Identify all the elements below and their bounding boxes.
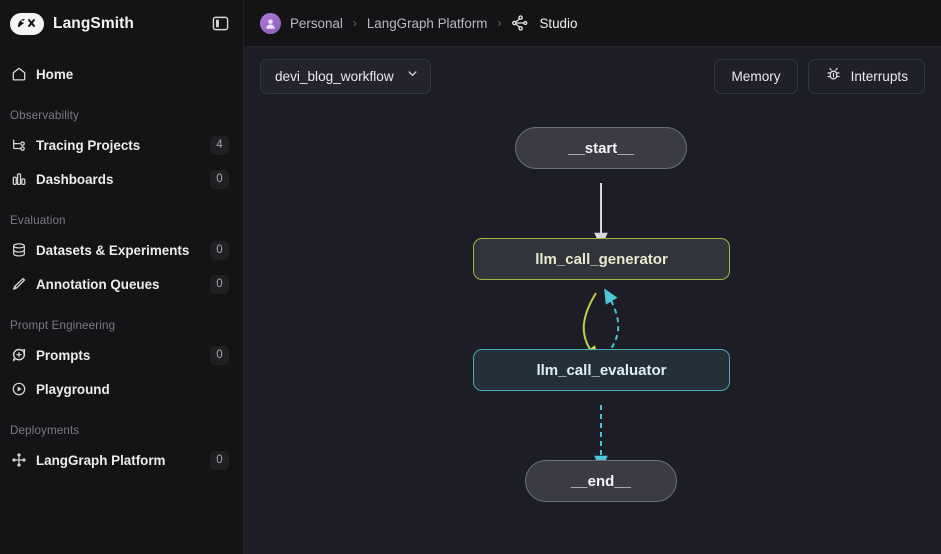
main-area: Personal › LangGraph Platform › Studio d… <box>244 0 941 554</box>
edge-generator-to-evaluator <box>582 292 599 362</box>
sidebar-item-badge: 0 <box>210 240 229 260</box>
sidebar-item-badge: 0 <box>210 450 229 470</box>
prompt-plus-icon <box>10 347 27 364</box>
sidebar-section-observability: Observability <box>10 109 79 122</box>
graph-node-end[interactable]: __end__ <box>525 460 677 502</box>
dashboards-icon <box>10 171 27 188</box>
studio-toolbar: devi_blog_workflow Memory <box>244 47 941 105</box>
brand-name: LangSmith <box>53 14 134 32</box>
memory-button-label: Memory <box>731 68 781 84</box>
breadcrumb-separator: › <box>352 16 357 30</box>
graph-node-label: __end__ <box>570 472 632 490</box>
workflow-name: devi_blog_workflow <box>275 68 394 84</box>
graph-node-llm-call-generator[interactable]: llm_call_generator <box>473 238 730 280</box>
graph-node-llm-call-evaluator[interactable]: llm_call_evaluator <box>473 349 730 391</box>
edge-evaluator-to-generator <box>604 288 620 356</box>
graph-node-label: llm_call_generator <box>535 250 668 268</box>
sidebar-section-prompt-engineering: Prompt Engineering <box>10 319 116 332</box>
sidebar-item-annotation-queues[interactable]: Annotation Queues 0 <box>0 267 243 301</box>
sidebar-item-badge: 0 <box>210 169 229 189</box>
breadcrumb-org[interactable]: Personal <box>290 15 343 31</box>
graph-node-label: llm_call_evaluator <box>536 361 667 379</box>
database-icon <box>10 242 27 259</box>
sidebar-section-evaluation: Evaluation <box>10 214 66 227</box>
studio-graph-icon <box>511 14 530 33</box>
breadcrumb: Personal › LangGraph Platform › Studio <box>244 0 941 47</box>
breadcrumb-product[interactable]: LangGraph Platform <box>366 15 488 31</box>
workflow-selector[interactable]: devi_blog_workflow <box>260 58 431 94</box>
user-avatar-icon[interactable] <box>260 12 281 34</box>
breadcrumb-current: Studio <box>539 15 578 31</box>
sidebar-item-badge: 0 <box>210 345 229 365</box>
sidebar-item-label: Prompts <box>36 347 91 363</box>
langsmith-logo-icon <box>10 12 44 35</box>
sidebar-item-label: Tracing Projects <box>36 137 141 153</box>
breadcrumb-separator: › <box>497 16 502 30</box>
sidebar-item-label: Dashboards <box>36 171 114 187</box>
sidebar: LangSmith Home Observability <box>0 0 244 554</box>
langgraph-icon <box>10 452 27 469</box>
sidebar-item-label: LangGraph Platform <box>36 452 166 468</box>
chevron-down-icon <box>406 67 419 85</box>
sidebar-item-playground[interactable]: Playground <box>0 372 243 406</box>
sidebar-item-datasets-experiments[interactable]: Datasets & Experiments 0 <box>0 233 243 267</box>
sidebar-item-badge: 0 <box>210 274 229 294</box>
sidebar-item-label: Datasets & Experiments <box>36 242 190 258</box>
sidebar-item-label: Annotation Queues <box>36 276 160 292</box>
sidebar-item-badge: 4 <box>210 135 229 155</box>
sidebar-item-label: Playground <box>36 381 110 397</box>
sidebar-item-home[interactable]: Home <box>0 57 243 91</box>
panel-toggle-icon[interactable] <box>209 13 231 35</box>
graph-canvas[interactable]: __start__ llm_call_generator llm_call_ev… <box>244 105 941 554</box>
bug-icon <box>825 66 842 86</box>
interrupts-button[interactable]: Interrupts <box>807 58 925 94</box>
sidebar-item-langgraph-platform[interactable]: LangGraph Platform 0 <box>0 443 243 477</box>
sidebar-section-deployments: Deployments <box>10 424 80 437</box>
graph-node-start[interactable]: __start__ <box>515 127 687 169</box>
sidebar-item-label: Home <box>36 66 74 82</box>
sidebar-nav: Home Observability Tracing Projects 4 <box>0 47 243 554</box>
sidebar-item-tracing-projects[interactable]: Tracing Projects 4 <box>0 128 243 162</box>
tracing-projects-icon <box>10 137 27 154</box>
home-icon <box>10 66 27 83</box>
play-circle-icon <box>10 381 27 398</box>
memory-button[interactable]: Memory <box>714 58 798 94</box>
sidebar-item-dashboards[interactable]: Dashboards 0 <box>0 162 243 196</box>
interrupts-button-label: Interrupts <box>850 68 908 84</box>
sidebar-header: LangSmith <box>0 0 243 47</box>
sidebar-item-prompts[interactable]: Prompts 0 <box>0 338 243 372</box>
pencil-icon <box>10 276 27 293</box>
graph-node-label: __start__ <box>568 139 634 157</box>
